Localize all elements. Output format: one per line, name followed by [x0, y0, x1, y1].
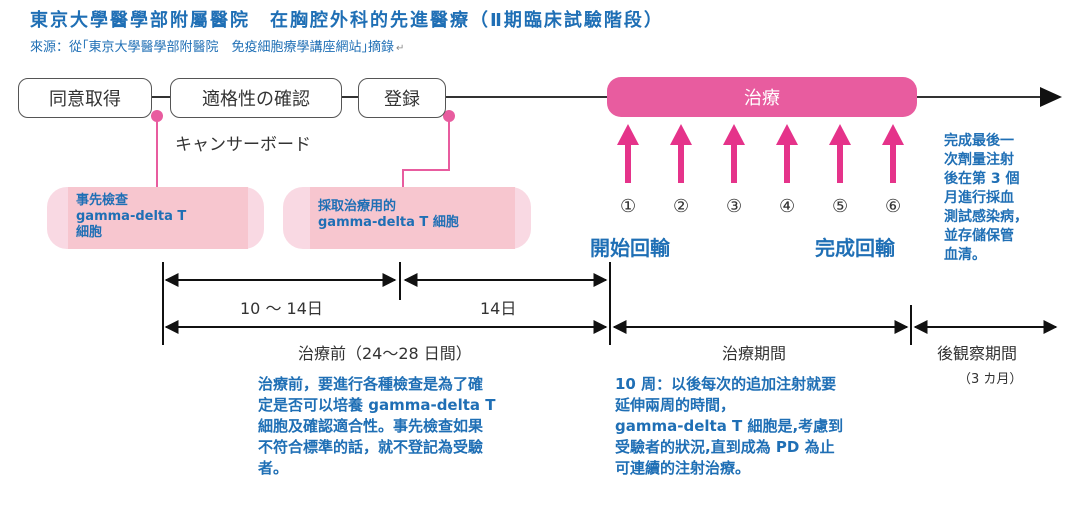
dose-2: ② — [673, 196, 690, 217]
source-text: 來源：從｢東京大學醫學部附醫院 免疫細胞療學講座網站｣摘錄 — [30, 40, 395, 55]
dose-6: ⑥ — [885, 196, 902, 217]
paragraph-mark-icon: ↵ — [396, 43, 405, 54]
connector-dot-icon — [443, 110, 455, 122]
stage-registration: 登録 — [358, 78, 446, 118]
pretest-box: 事先檢查 gamma-delta T 細胞 — [68, 187, 248, 249]
dose-1: ① — [620, 196, 637, 217]
start-infusion-label: 開始回輸 — [590, 236, 670, 260]
connector-collect — [402, 117, 450, 188]
stage-eligibility: 適格性の確認 — [170, 78, 342, 118]
dose-arrow-icon — [776, 124, 798, 183]
final-note: 完成最後一 次劑量注射 後在第 3 個 月進行採血 測試感染病， 並存儲保管 血… — [944, 133, 1028, 263]
pre-treatment-label: 治療前（24〜28 日間） — [298, 344, 472, 363]
end-infusion-label: 完成回輸 — [815, 236, 895, 260]
timeline-arrowhead-icon — [1040, 87, 1062, 107]
dose-arrow-icon — [670, 124, 692, 183]
follow-up-sub-label: （3 カ月） — [958, 372, 1023, 387]
treatment-note: 10 周：以後每次的追加注射就要 延伸兩周的時間， gamma-delta T … — [615, 375, 844, 477]
source-note: 來源：從｢東京大學醫學部附醫院 免疫細胞療學講座網站｣摘錄↵ — [30, 36, 404, 55]
page-title: 東京大學醫學部附屬醫院 在胸腔外科的先進醫療（Ⅱ期臨床試驗階段） — [30, 10, 664, 31]
stage-consent: 同意取得 — [18, 78, 152, 118]
dose-arrows — [617, 124, 904, 183]
span1-label: 10 〜 14日 — [240, 299, 323, 318]
dose-arrow-icon — [829, 124, 851, 183]
collect-box: 採取治療用的 gamma-delta T 細胞 — [310, 187, 515, 249]
follow-up-label: 後観察期間 — [937, 344, 1018, 363]
treatment-bar: 治療 — [607, 77, 917, 117]
dose-3: ③ — [726, 196, 743, 217]
dose-arrow-icon — [617, 124, 639, 183]
connector-dot-icon — [151, 110, 163, 122]
dose-arrow-icon — [882, 124, 904, 183]
cancer-board-label: キャンサーボード — [175, 135, 311, 155]
dose-4: ④ — [779, 196, 796, 217]
dose-5: ⑤ — [832, 196, 849, 217]
dose-arrow-icon — [723, 124, 745, 183]
pre-treatment-note: 治療前，要進行各種檢查是為了確 定是否可以培養 gamma-delta T 細胞… — [258, 375, 496, 477]
treatment-period-label: 治療期間 — [722, 344, 787, 363]
span2-label: 14日 — [480, 299, 517, 318]
